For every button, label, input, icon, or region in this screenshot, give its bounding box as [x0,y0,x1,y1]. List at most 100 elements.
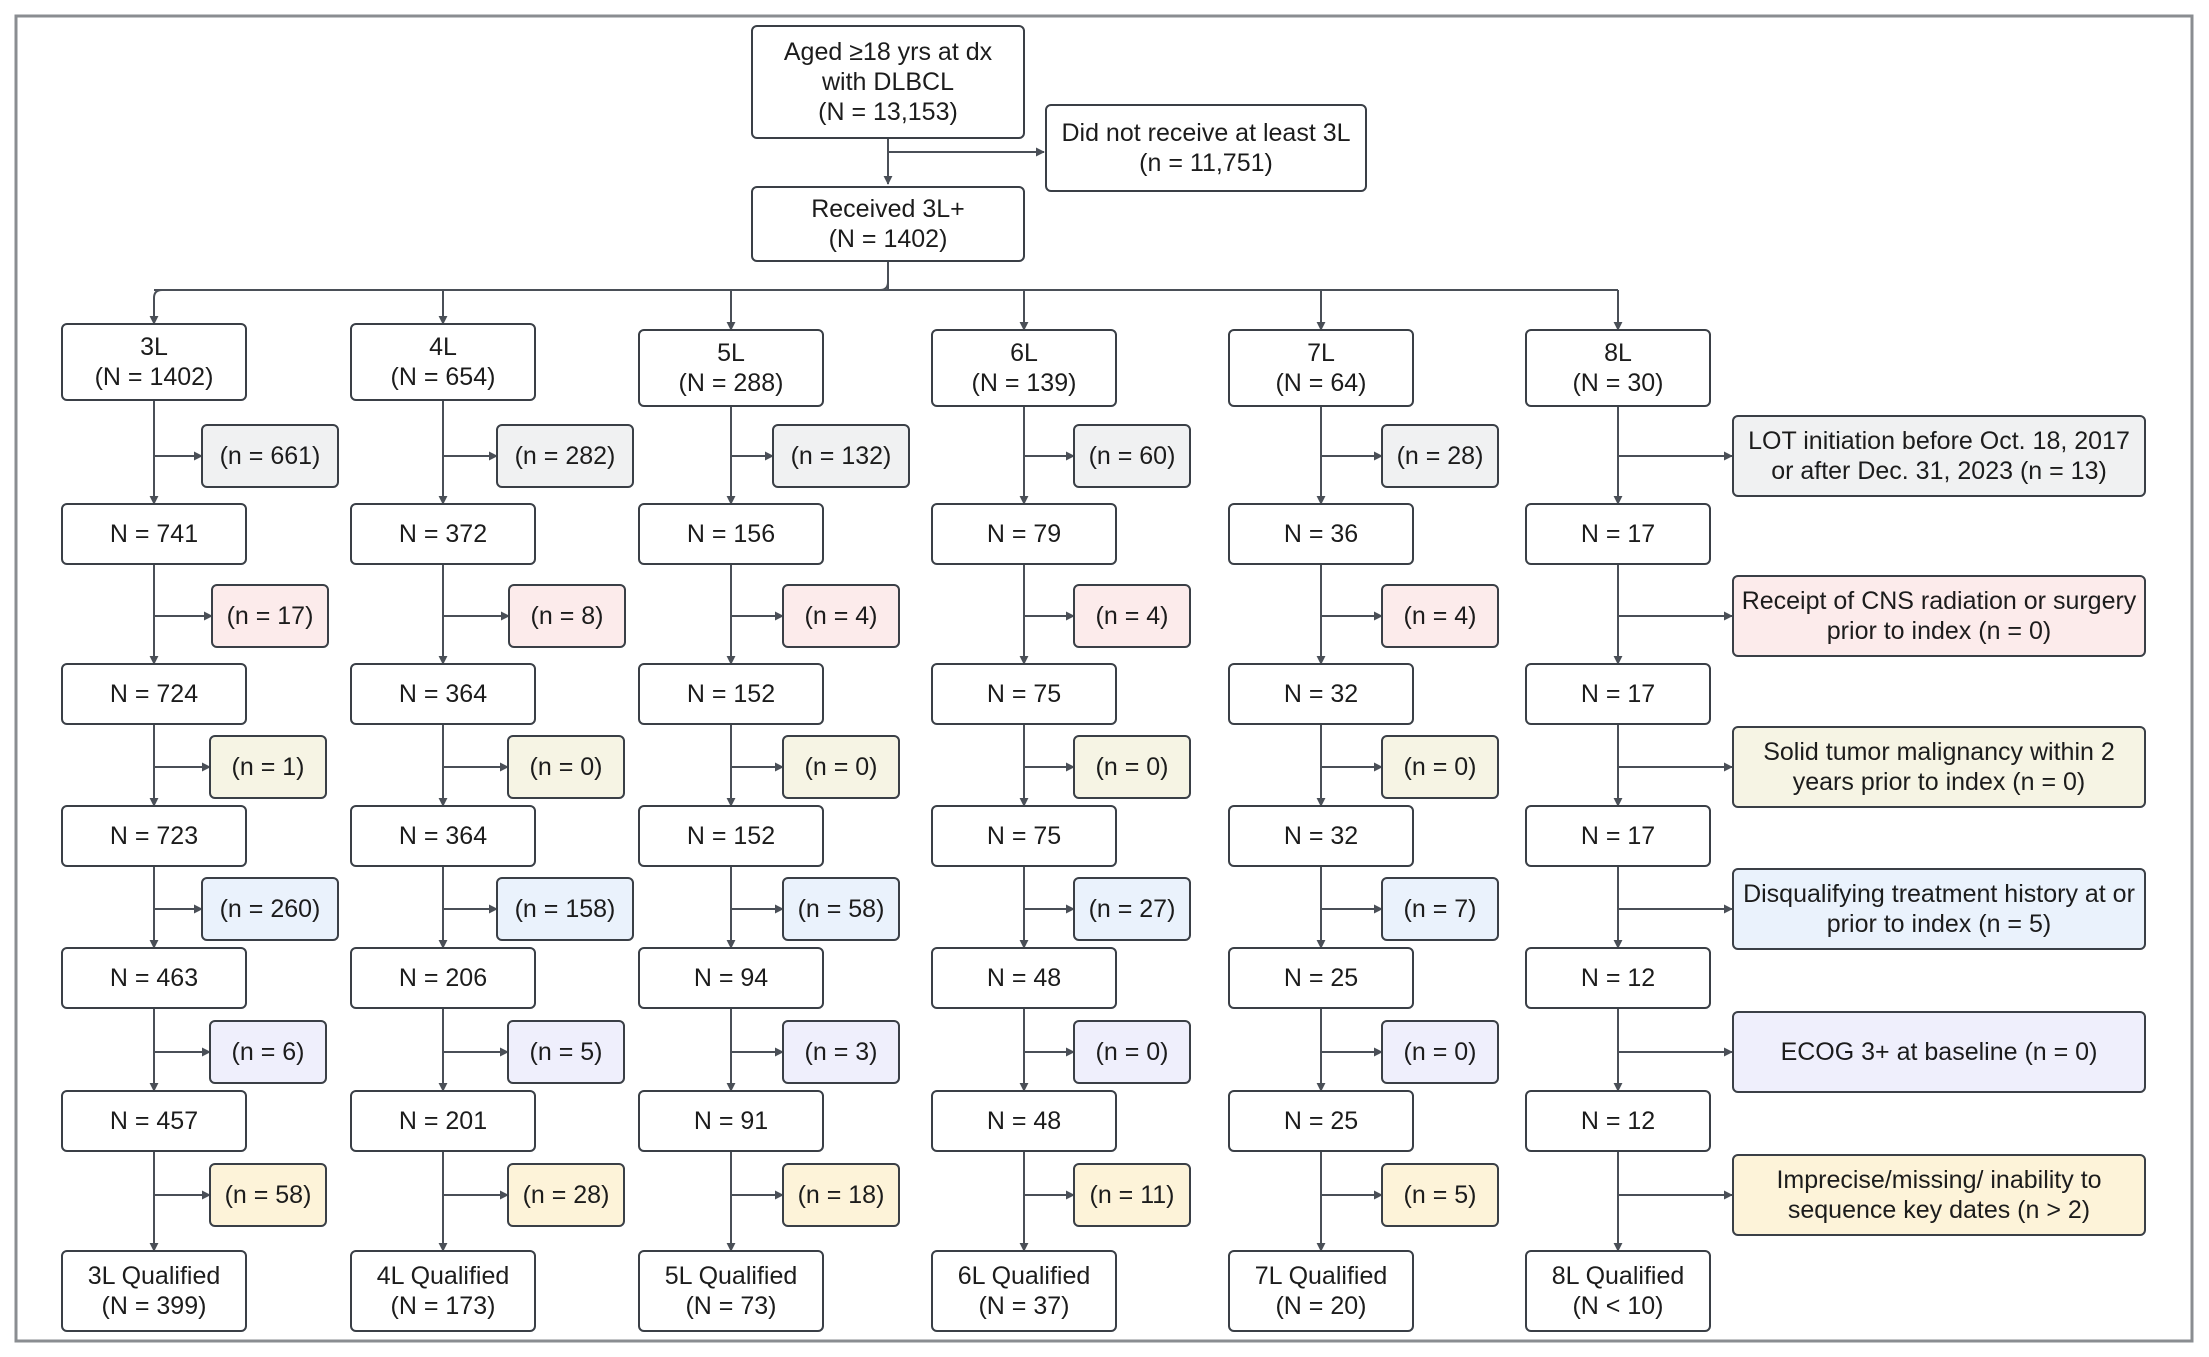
col-7L-exclusion-box-4-line-1: (n = 7) [1404,895,1477,923]
col-3L-stage-box-1-line-1: N = 741 [110,520,198,548]
line-4-header-box-frame [350,323,536,401]
col-6L-exclusion-box-4: (n = 27) [1073,877,1191,941]
col-5L-exclusion-box-4-frame [782,877,900,941]
col-3L-exclusion-box-5: (n = 6) [209,1020,327,1084]
col-7L-exclusion-box-6-frame [1381,1163,1499,1227]
col-6L-exclusion-box-1-line-1: (n = 60) [1089,442,1176,470]
col-5L-exclusion-box-4-line-1: (n = 58) [798,895,885,923]
col-3L-exclusion-box-4: (n = 260) [201,877,339,941]
dlbcl-cohort-box-line-2: with DLBCL [821,68,954,96]
col-4L-exclusion-box-2-line-1: (n = 8) [531,602,604,630]
exclusion-criterion-box-2-frame [1732,575,2146,657]
line-7-header-box: 7L(N = 64) [1228,329,1414,407]
exclusion-criterion-box-6-line-2: sequence key dates (n > 2) [1788,1196,2090,1224]
col-4L-stage-box-2-frame [350,663,536,725]
col-8L-stage-box-4: N = 12 [1525,947,1711,1009]
line-8-header-box-line-2: (N = 30) [1572,369,1663,397]
col-8L-stage-box-5-frame [1525,1090,1711,1152]
line-4-header-box: 4L(N = 654) [350,323,536,401]
col-5L-exclusion-box-3-frame [782,735,900,799]
line-4-qualified-box-frame [350,1250,536,1332]
line-4-qualified-box-line-2: (N = 173) [391,1292,496,1320]
col-5L-exclusion-box-1: (n = 132) [772,424,910,488]
col-8L-stage-box-2-line-1: N = 17 [1581,680,1655,708]
line-6-qualified-box-frame [931,1250,1117,1332]
exclusion-criterion-box-2: Receipt of CNS radiation or surgeryprior… [1732,575,2146,657]
excluded-box-line-1: Did not receive at least 3L [1061,119,1350,147]
col-3L-stage-box-1: N = 741 [61,503,247,565]
col-5L-stage-box-5-frame [638,1090,824,1152]
col-4L-stage-box-3: N = 364 [350,805,536,867]
exclusion-criterion-box-3-line-2: years prior to index (n = 0) [1793,768,2086,796]
col-7L-stage-box-2-frame [1228,663,1414,725]
col-7L-exclusion-box-5-line-1: (n = 0) [1404,1038,1477,1066]
col-8L-stage-box-3: N = 17 [1525,805,1711,867]
col-7L-exclusion-box-4-frame [1381,877,1499,941]
col-3L-exclusion-box-4-frame [201,877,339,941]
col-3L-stage-box-3-line-1: N = 723 [110,822,198,850]
col-3L-stage-box-5: N = 457 [61,1090,247,1152]
col-7L-exclusion-box-6-line-1: (n = 5) [1404,1181,1477,1209]
col-4L-exclusion-box-2: (n = 8) [508,584,626,648]
col-5L-exclusion-box-2-frame [782,584,900,648]
col-3L-exclusion-box-1-line-1: (n = 661) [220,442,321,470]
col-7L-stage-box-4: N = 25 [1228,947,1414,1009]
line-8-qualified-box-line-1: 8L Qualified [1552,1262,1685,1290]
line-7-qualified-box-frame [1228,1250,1414,1332]
col-8L-stage-box-3-line-1: N = 17 [1581,822,1655,850]
col-4L-stage-box-1: N = 372 [350,503,536,565]
col-4L-exclusion-box-3-line-1: (n = 0) [530,753,603,781]
col-6L-exclusion-box-2-frame [1073,584,1191,648]
col-8L-stage-box-1: N = 17 [1525,503,1711,565]
line-3-qualified-box: 3L Qualified(N = 399) [61,1250,247,1332]
col-7L-exclusion-box-2-line-1: (n = 4) [1404,602,1477,630]
exclusion-criterion-box-2-line-1: Receipt of CNS radiation or surgery [1742,587,2137,615]
col-5L-stage-box-2: N = 152 [638,663,824,725]
col-7L-stage-box-1-line-1: N = 36 [1284,520,1358,548]
col-3L-exclusion-box-3-frame [209,735,327,799]
col-4L-exclusion-box-6: (n = 28) [507,1163,625,1227]
col-6L-exclusion-box-5-line-1: (n = 0) [1096,1038,1169,1066]
col-6L-exclusion-box-5-frame [1073,1020,1191,1084]
exclusion-criterion-box-3-frame [1732,726,2146,808]
col-3L-stage-box-2-line-1: N = 724 [110,680,198,708]
line-5-qualified-box-line-2: (N = 73) [685,1292,776,1320]
line-4-qualified-box: 4L Qualified(N = 173) [350,1250,536,1332]
col-4L-stage-box-5-frame [350,1090,536,1152]
exclusion-criterion-box-6-line-1: Imprecise/missing/ inability to [1776,1166,2101,1194]
col-6L-exclusion-box-5: (n = 0) [1073,1020,1191,1084]
col-5L-exclusion-box-2-line-1: (n = 4) [805,602,878,630]
col-6L-stage-box-3: N = 75 [931,805,1117,867]
line-7-header-box-line-1: 7L [1307,339,1335,367]
col-4L-stage-box-1-line-1: N = 372 [399,520,487,548]
col-7L-exclusion-box-1-line-1: (n = 28) [1397,442,1484,470]
line-4-header-box-line-1: 4L [429,333,457,361]
col-5L-stage-box-2-line-1: N = 152 [687,680,775,708]
col-4L-exclusion-box-3-frame [507,735,625,799]
col-3L-stage-box-1-frame [61,503,247,565]
col-5L-stage-box-4-frame [638,947,824,1009]
col-3L-stage-box-2-frame [61,663,247,725]
col-6L-exclusion-box-4-frame [1073,877,1191,941]
line-8-header-box-line-1: 8L [1604,339,1632,367]
line-7-qualified-box-line-2: (N = 20) [1275,1292,1366,1320]
col-4L-exclusion-box-5-line-1: (n = 5) [530,1038,603,1066]
line-6-qualified-box-line-2: (N = 37) [978,1292,1069,1320]
col-5L-exclusion-box-4: (n = 58) [782,877,900,941]
col-7L-exclusion-box-1-frame [1381,424,1499,488]
received-box-line-2: (N = 1402) [829,225,948,253]
col-3L-exclusion-box-3: (n = 1) [209,735,327,799]
line-8-header-box: 8L(N = 30) [1525,329,1711,407]
col-5L-exclusion-box-5-line-1: (n = 3) [805,1038,878,1066]
connector-lines [149,138,1733,1252]
exclusion-criterion-box-1-frame [1732,415,2146,497]
line-6-qualified-box-line-1: 6L Qualified [958,1262,1091,1290]
line-5-header-box: 5L(N = 288) [638,329,824,407]
col-8L-stage-box-2: N = 17 [1525,663,1711,725]
col-4L-exclusion-box-4-line-1: (n = 158) [515,895,616,923]
col-7L-exclusion-box-6: (n = 5) [1381,1163,1499,1227]
col-3L-exclusion-box-2-frame [211,584,329,648]
col-4L-exclusion-box-3: (n = 0) [507,735,625,799]
